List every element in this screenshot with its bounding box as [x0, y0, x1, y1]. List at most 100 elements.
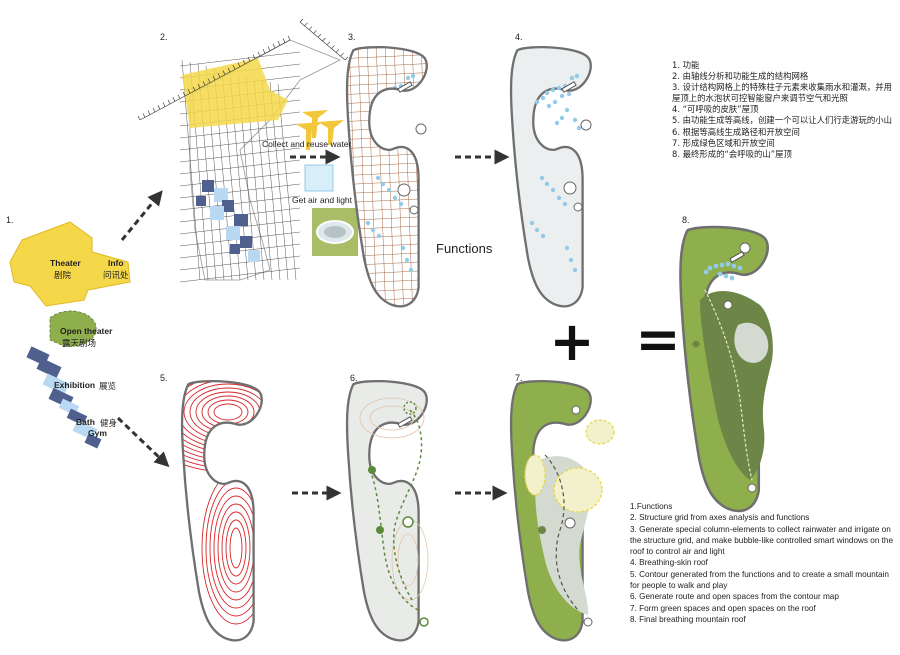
grid-line — [384, 47, 396, 307]
water-dot — [534, 227, 540, 233]
ruler-tick — [340, 52, 344, 57]
grid-line — [181, 59, 201, 281]
water-dot — [408, 267, 414, 273]
grid-line — [475, 40, 485, 320]
water-dot — [562, 201, 568, 207]
grid-line — [335, 324, 440, 329]
equals-operator: = — [635, 308, 680, 371]
grid-line — [347, 305, 427, 307]
water-dot — [564, 245, 570, 251]
panel-3-grid-and-water — [335, 40, 485, 329]
grid-line — [439, 40, 449, 320]
water-dot — [737, 265, 743, 271]
collect-water-label: Collect and reuse water — [262, 139, 352, 149]
ruler-tick — [217, 73, 221, 78]
panel-5-contours — [180, 379, 263, 642]
water-dot — [559, 115, 565, 121]
ruler-tick — [187, 89, 191, 94]
water-dot — [723, 273, 729, 279]
water-dot — [402, 91, 408, 97]
panel-number-8: 8. — [682, 215, 690, 225]
water-dot — [386, 187, 392, 193]
water-dot — [574, 73, 580, 79]
ruler-tick — [152, 107, 156, 113]
ruler-tick — [242, 59, 246, 65]
water-dot — [569, 75, 575, 81]
ruler-tick — [326, 41, 331, 46]
contour-line — [213, 403, 243, 421]
step-cn-3: 3. 设计结构网格上的特殊柱子元素来收集雨水和灌溉，并用屋顶上的水泡状可控智能窗… — [672, 82, 893, 104]
grid-line — [179, 51, 301, 67]
panel-number-7: 7. — [515, 373, 523, 383]
open-theater-label-cn: 露天剧场 — [62, 339, 97, 349]
steps-list-en: 1.Functions 2. Structure grid from axes … — [630, 501, 896, 625]
water-dot — [566, 91, 572, 97]
theater-label: Theater — [50, 258, 81, 268]
ruler-tick — [237, 62, 241, 67]
step-cn-6: 6. 根据等高线生成路径和开放空间 — [672, 126, 800, 137]
water-dot — [544, 90, 550, 96]
water-dot — [375, 175, 381, 181]
water-dot — [556, 85, 562, 91]
ruler-tick — [142, 113, 146, 118]
grid-yellow-zone — [182, 58, 288, 128]
column-element-icons — [296, 110, 358, 256]
water-dot — [539, 175, 545, 181]
ruler-tick — [299, 18, 304, 23]
panel-number-2: 2. — [160, 32, 168, 42]
water-dot — [540, 95, 546, 101]
gym-label: Gym — [88, 428, 107, 438]
bath-label-cn: 健身 — [100, 419, 118, 429]
grid-line — [179, 123, 301, 139]
water-dot — [376, 233, 382, 239]
arrow-1-to-5 — [116, 416, 170, 468]
contour-line — [209, 487, 262, 609]
panel-number-1: 1. — [6, 215, 14, 225]
water-dot — [380, 181, 386, 187]
water-dot — [559, 93, 565, 99]
step-en-6: 6. Generate route and open spaces from t… — [630, 592, 839, 602]
ruler-tick — [272, 43, 276, 49]
panel-8-final-roof — [679, 225, 773, 513]
ruler-tick — [282, 38, 286, 43]
water-dot — [719, 262, 725, 268]
grid-line — [420, 47, 427, 307]
water-dot — [729, 275, 735, 281]
open-theater-label: Open theater — [60, 326, 113, 336]
functions-label: Functions — [436, 241, 493, 256]
contour-line — [225, 519, 247, 577]
panel-1-functions — [9, 221, 131, 449]
panel-7-green-spaces — [509, 379, 615, 642]
water-dot — [388, 99, 394, 105]
panel-2-structure-grid — [137, 18, 349, 283]
ruler-tick — [317, 33, 322, 38]
water-dot — [395, 93, 401, 99]
step-cn-4: 4. “可呼吸的皮肤”屋顶 — [672, 104, 759, 115]
grid-line — [366, 47, 378, 307]
water-cell-icon — [304, 164, 334, 192]
ruler-tick — [257, 51, 261, 57]
water-dot — [703, 269, 709, 275]
water-dot — [713, 263, 719, 269]
ruler-tick — [177, 94, 181, 99]
grid-line — [179, 255, 301, 271]
water-dot — [410, 73, 416, 79]
panel-number-6: 6. — [350, 373, 358, 383]
water-dot — [546, 103, 552, 109]
water-dot — [554, 120, 560, 126]
water-dot — [382, 103, 388, 109]
ruler-tick — [313, 30, 317, 34]
exhibition-label-cn: 展览 — [99, 382, 117, 392]
ruler-tick — [331, 45, 335, 49]
water-dot — [550, 87, 556, 93]
grid-line — [448, 40, 458, 320]
ruler-tick — [304, 22, 308, 27]
ruler-tick — [344, 56, 349, 61]
grid-line — [179, 183, 301, 199]
water-dot — [717, 271, 723, 277]
ruler-tick — [212, 75, 216, 81]
panel-number-5: 5. — [160, 373, 168, 383]
steps-list-cn: 1. 功能 2. 由轴线分析和功能生成的结构网格 3. 设计结构网格上的特殊柱子… — [672, 60, 894, 160]
arrow-1-to-2 — [120, 190, 163, 241]
